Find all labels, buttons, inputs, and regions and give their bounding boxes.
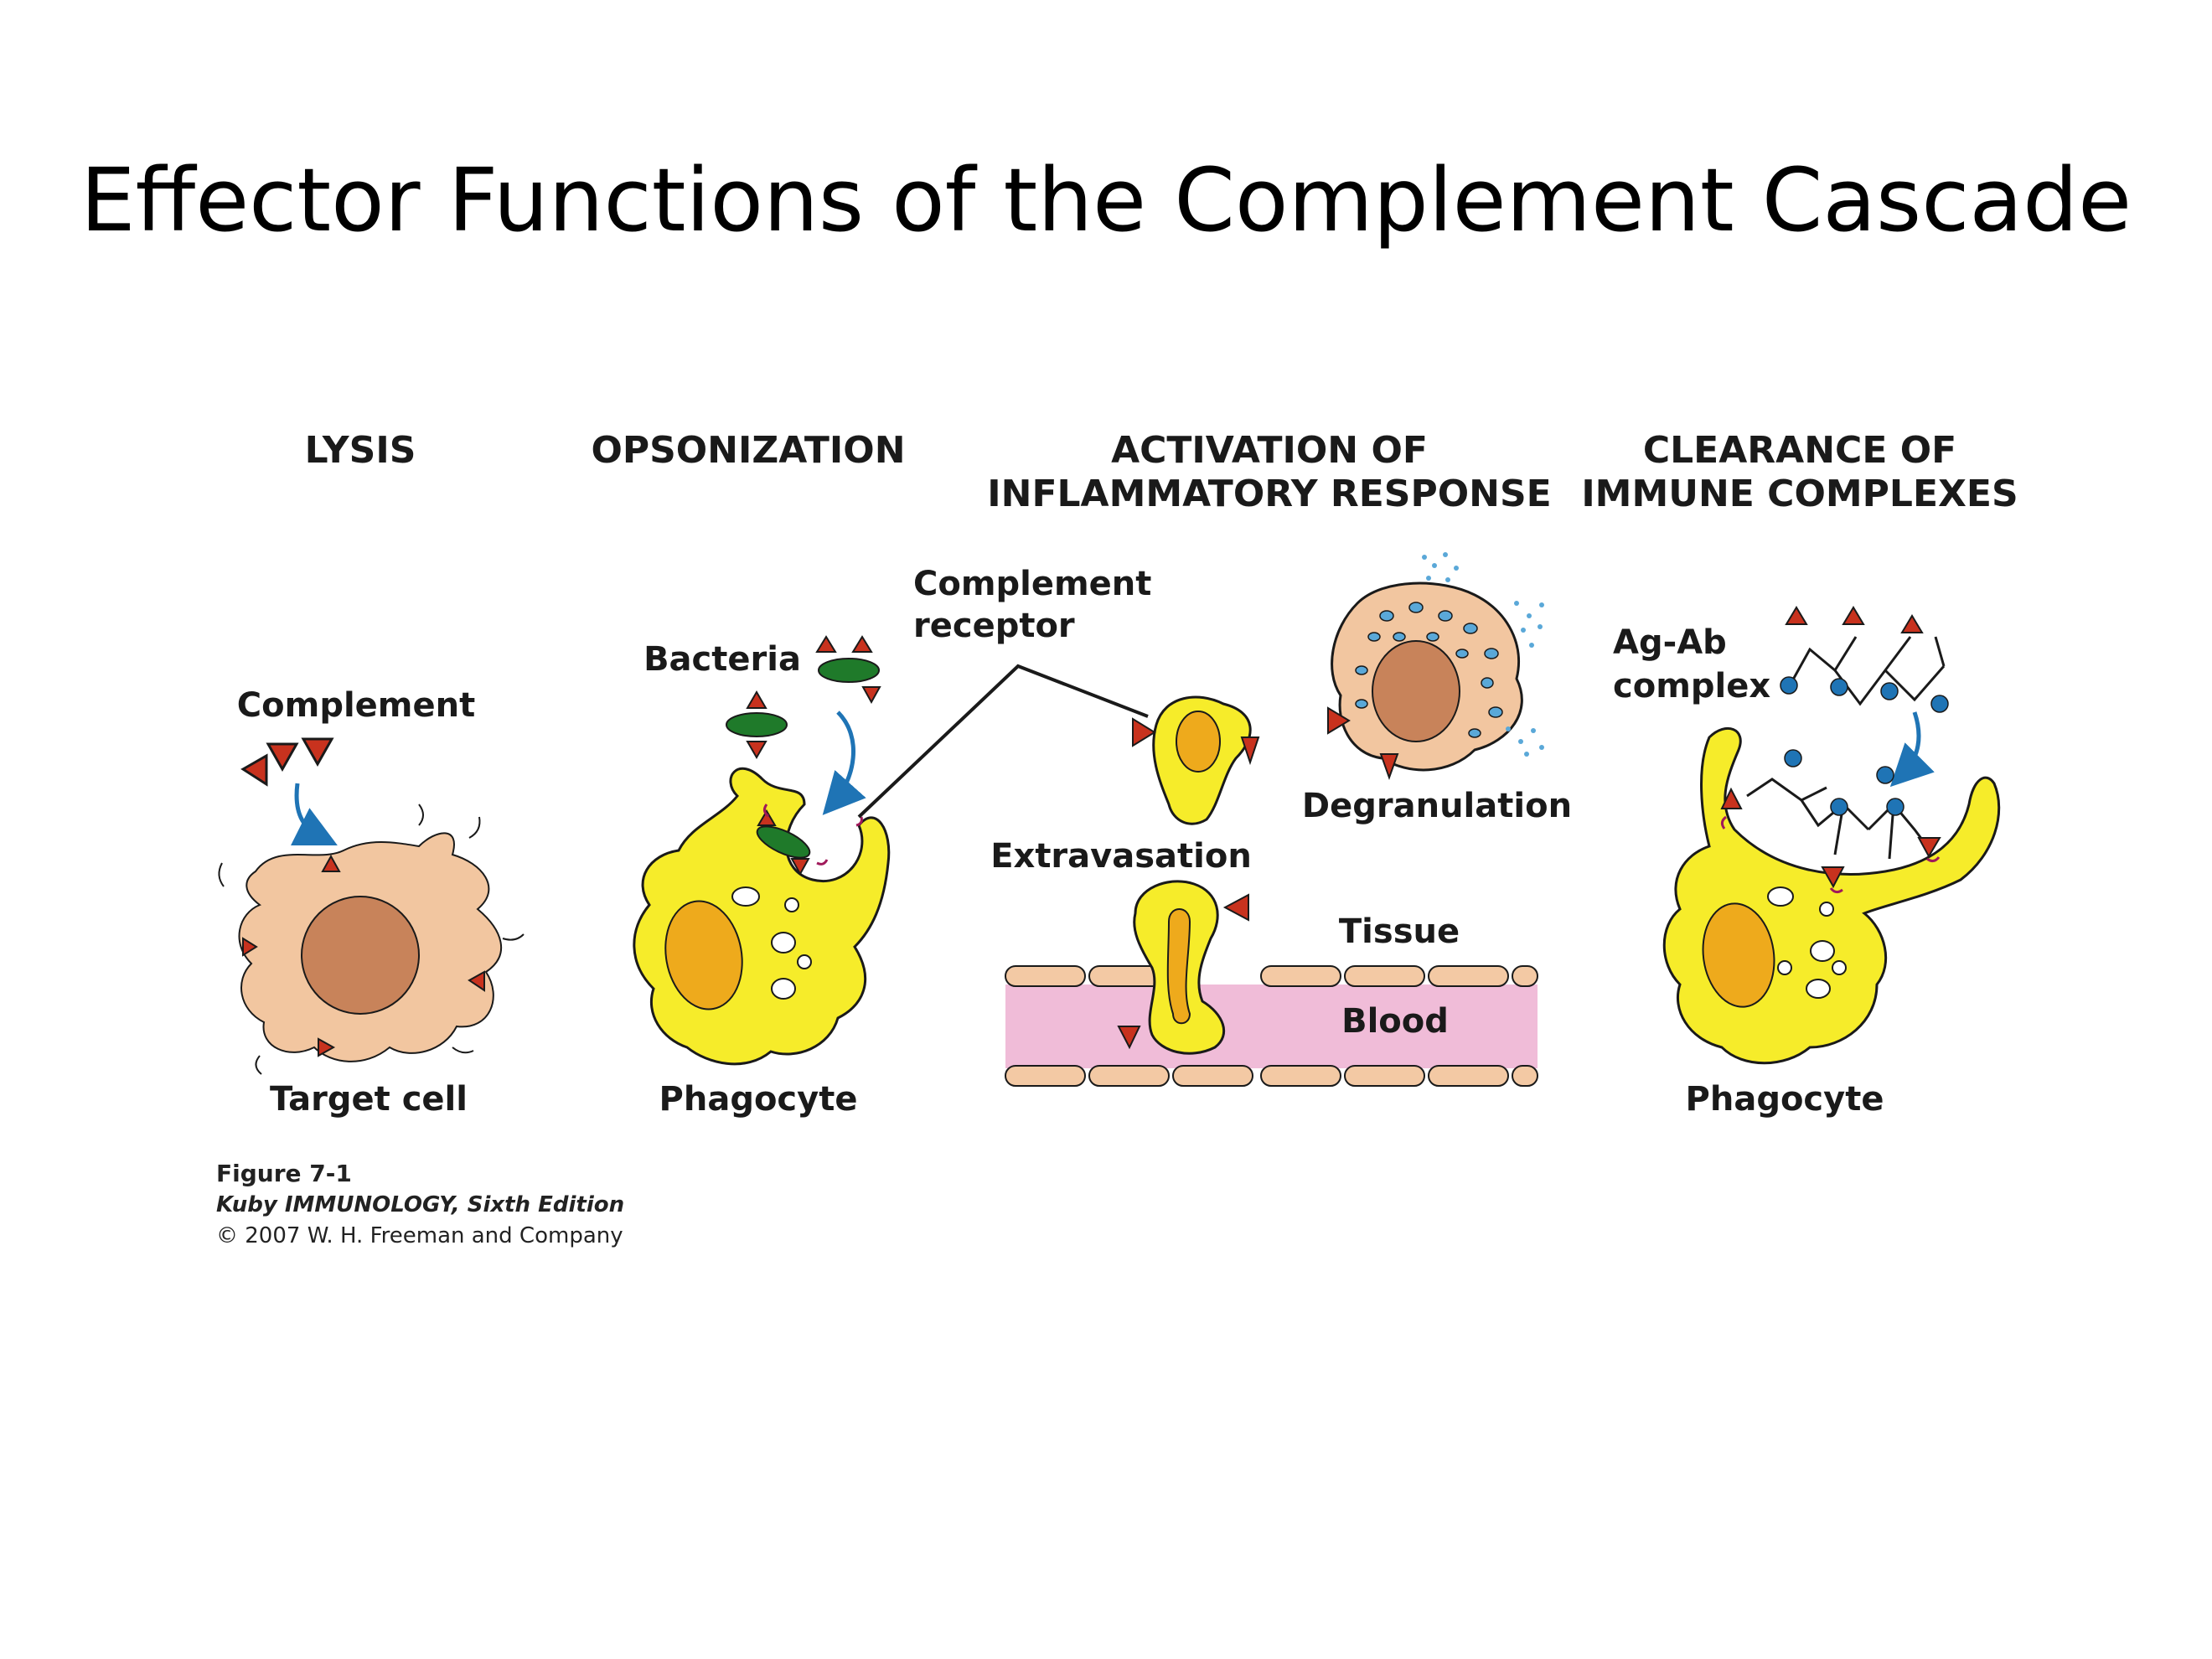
immune-complex-free [1787,636,1946,706]
clearance-phagocyte-label: Phagocyte [1686,1080,1884,1119]
book-title: Kuby IMMUNOLOGY, Sixth Edition [216,1192,624,1217]
clearance-receptors [1720,815,1941,894]
clearance-nucleus [1702,902,1775,1008]
figure-caption: Figure 7-1 Kuby IMMUNOLOGY, Sixth Editio… [216,1160,624,1248]
opsonization-phagocyte-label: Phagocyte [659,1080,858,1119]
inflammation-header-line2: INFLAMMATORY RESPONSE [987,473,1551,515]
lysis-panel: Complement [218,686,525,1119]
lysis-arrow [290,783,338,845]
complement-receptor-label-line2: receptor [913,607,1075,645]
receptor-pointer-line [857,664,1149,819]
opsonized-bacterium-top [815,635,881,705]
blood-lumen [1005,985,1538,1068]
vessel-wall-top [1005,965,1538,987]
complement-receptor-label-line1: Complement [913,565,1151,603]
membrane-fragments [218,804,525,1075]
clearance-header-line1: CLEARANCE OF [1643,429,1956,472]
inflammation-panel: Complement receptor [857,552,1572,1087]
released-granule-dots [1422,552,1544,757]
opsonization-panel: Bacteria [633,635,891,1119]
mast-cell-complement [1327,706,1399,780]
figure-number: Figure 7-1 [216,1160,352,1187]
clearance-granules [1767,886,1847,999]
bound-complex-antigens [1784,749,1904,816]
extravasation-label: Extravasation [990,837,1252,876]
extravasating-nucleus [1166,908,1191,1025]
blood-label: Blood [1341,1002,1449,1041]
bound-complex-complement [1720,787,1941,889]
complement-receptors [762,804,863,866]
tissue-label: Tissue [1339,912,1460,951]
free-complex-complement [1785,606,1924,633]
slide-title: Effector Functions of the Complement Cas… [80,149,2132,251]
agab-label-line1: Ag-Ab [1613,623,1727,662]
complement-label: Complement [237,686,475,725]
clearance-header-line2: IMMUNE COMPLEXES [1581,473,2018,515]
free-complex-antigens [1780,676,1949,713]
opsonization-nucleus [664,900,743,1010]
opsonized-bacterium-left [726,690,788,759]
leukocyte-nucleus [1176,711,1221,773]
engulfed-bacterium [756,809,811,876]
bacteria-label: Bacteria [643,640,801,679]
target-cell-label: Target cell [270,1080,468,1119]
lysis-header: LYSIS [305,429,416,472]
opsonization-arrow [822,711,866,815]
extravasating-complement [1117,893,1249,1050]
vessel-wall-bottom [1005,1065,1538,1087]
agab-label-line2: complex [1613,667,1770,705]
copyright-line: © 2007 W. H. Freeman and Company [216,1223,623,1248]
opsonization-phagocyte [633,767,891,1066]
complement-molecules [240,737,334,787]
mast-cell-nucleus [1372,640,1460,742]
degranulation-label: Degranulation [1302,787,1572,825]
phagocyte-granules [731,886,812,1000]
clearance-panel: Ag-Ab complex [1613,606,2001,1119]
mast-cell-granules [1355,602,1503,738]
clearance-phagocyte [1662,726,2001,1065]
opsonization-header: OPSONIZATION [591,429,905,472]
clearance-arrow [1889,711,1935,788]
immune-complex-bound [1746,778,1929,860]
bound-complement [242,854,485,1057]
leukocyte-complement [1132,717,1260,766]
inflammation-header-line1: ACTIVATION OF [1111,429,1428,472]
target-nucleus [301,896,420,1015]
